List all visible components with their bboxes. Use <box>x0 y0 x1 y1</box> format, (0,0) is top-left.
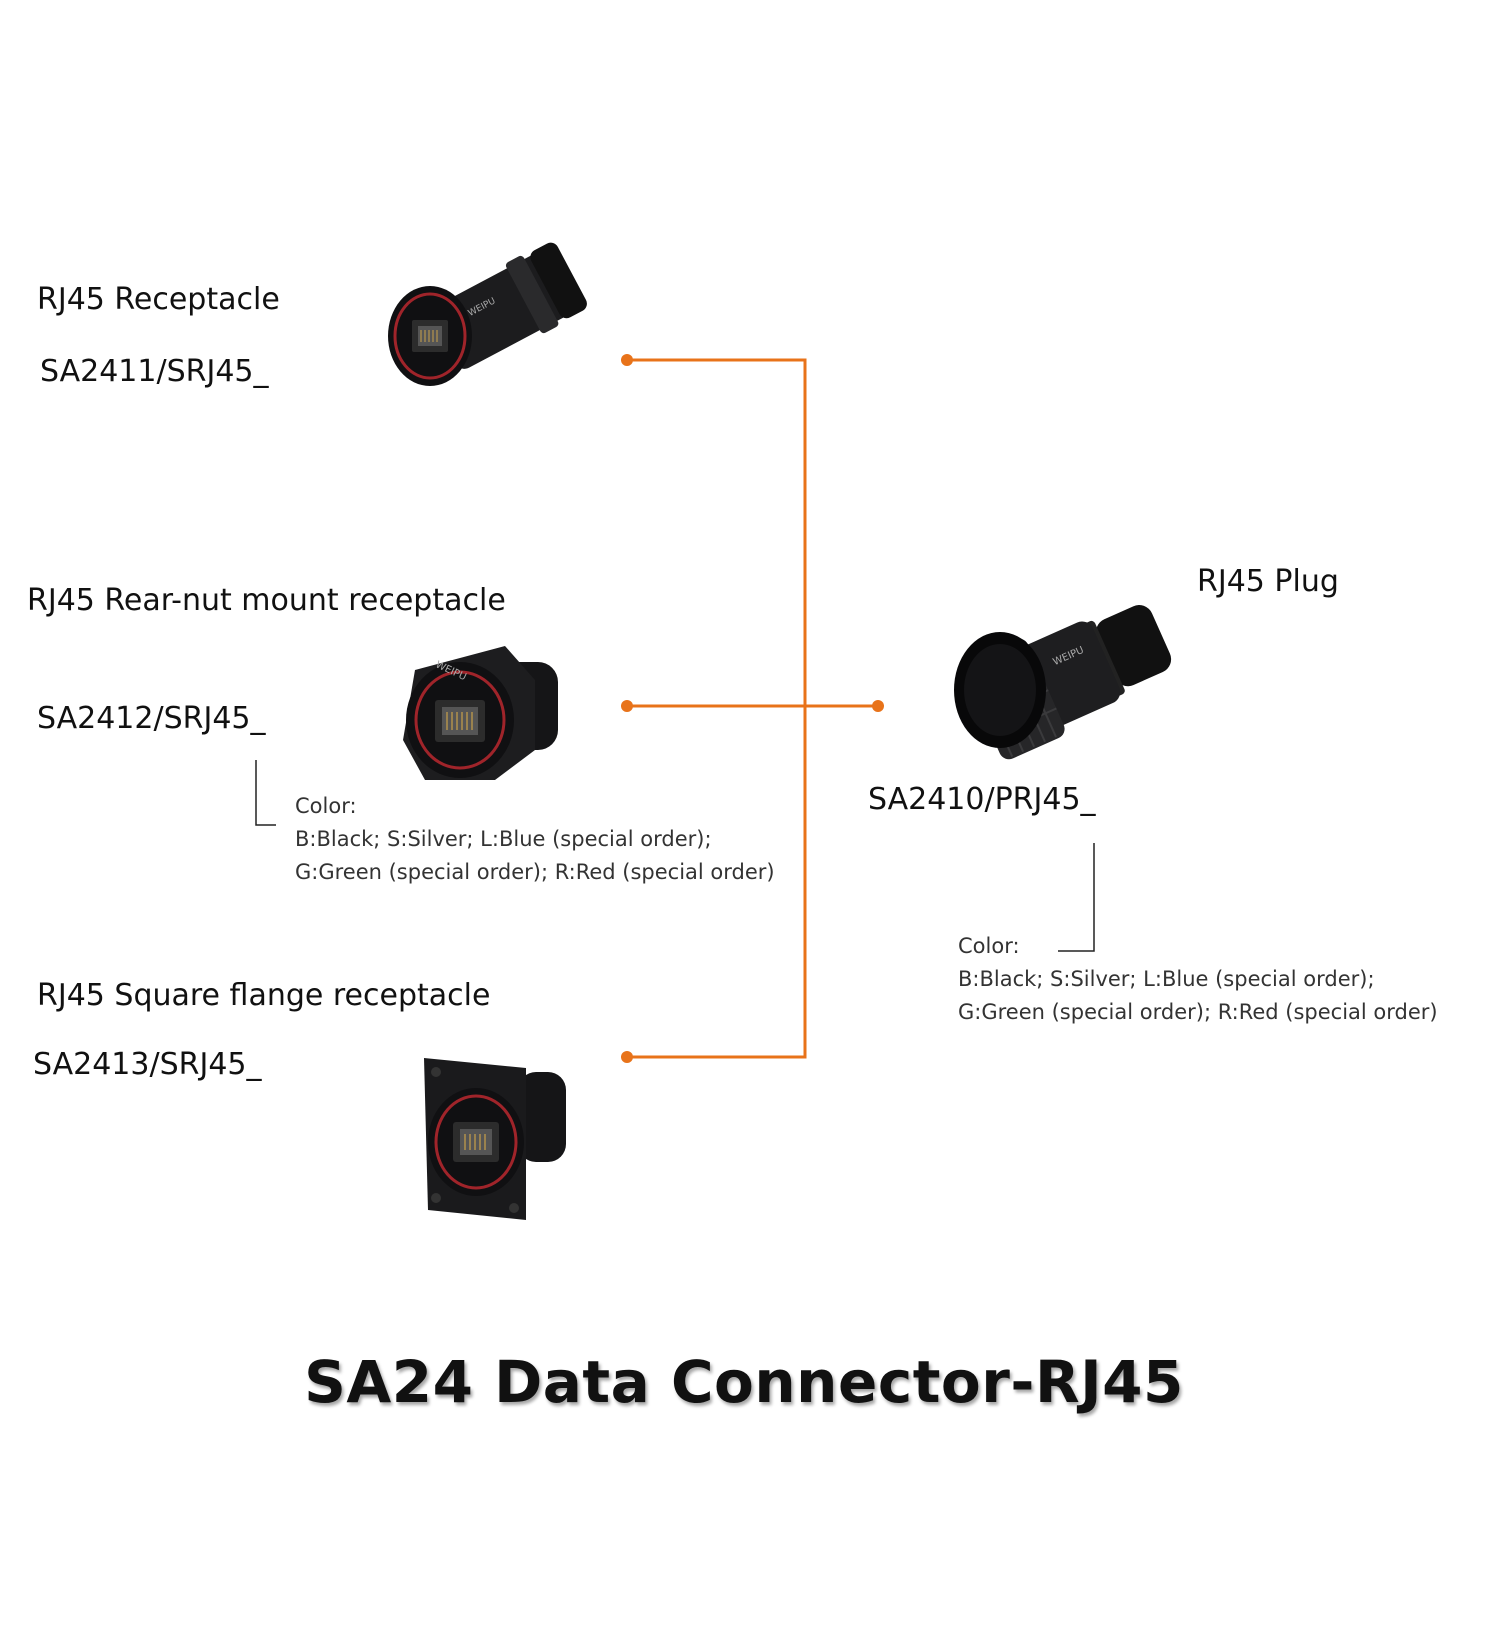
right-color-line1: B:Black; S:Silver; L:Blue (special order… <box>958 967 1375 991</box>
rear-nut-name: RJ45 Rear-nut mount receptacle <box>27 583 506 618</box>
rj45-square-flange-receptacle-icon <box>424 1058 566 1220</box>
left-note-bracket <box>255 760 276 826</box>
receptacle-name: RJ45 Receptacle <box>37 282 280 317</box>
square-flange-code: SA2413/SRJ45_ <box>33 1047 262 1082</box>
square-flange-name: RJ45 Square flange receptacle <box>37 978 491 1013</box>
square-flange-dot <box>621 1051 633 1063</box>
rj45-plug-icon: WEIPU <box>954 605 1172 760</box>
right-color-line2: G:Green (special order); R:Red (special … <box>958 1000 1438 1024</box>
page-title: SA24 Data Connector-RJ45 <box>304 1348 1184 1416</box>
plug-code: SA2410/PRJ45_ <box>868 782 1096 817</box>
plug-dot <box>872 700 884 712</box>
trunk-line <box>627 358 807 1059</box>
left-color-note: Color: B:Black; S:Silver; L:Blue (specia… <box>295 790 775 889</box>
left-color-heading: Color: <box>295 794 357 818</box>
rj45-receptacle-icon: WEIPU <box>388 242 587 386</box>
rear-nut-code: SA2412/SRJ45_ <box>37 701 266 736</box>
right-color-note: Color: B:Black; S:Silver; L:Blue (specia… <box>958 930 1438 1029</box>
right-color-heading: Color: <box>958 934 1020 958</box>
left-color-line1: B:Black; S:Silver; L:Blue (special order… <box>295 827 712 851</box>
rear-nut-dot <box>621 700 633 712</box>
left-color-line2: G:Green (special order); R:Red (special … <box>295 860 775 884</box>
rj45-rear-nut-receptacle-icon: WEIPU <box>403 646 558 780</box>
receptacle-dot <box>621 354 633 366</box>
receptacle-code: SA2411/SRJ45_ <box>40 354 269 389</box>
plug-name: RJ45 Plug <box>1197 564 1339 599</box>
right-note-bracket <box>1058 843 1095 952</box>
